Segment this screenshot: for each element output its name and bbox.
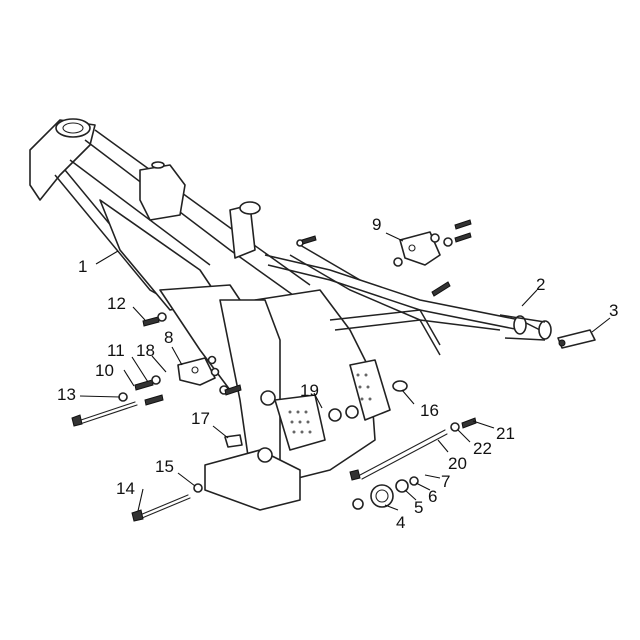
callout-11: 11 xyxy=(107,341,125,360)
callout-16: 16 xyxy=(420,401,439,420)
leader-lines xyxy=(79,232,611,512)
callout-10: 10 xyxy=(95,361,114,380)
rear-subframe xyxy=(264,244,552,356)
side-bracket xyxy=(177,355,220,386)
callout-6: 6 xyxy=(428,487,437,506)
callout-22: 22 xyxy=(473,439,492,458)
callout-1: 1 xyxy=(78,257,87,276)
callout-18: 18 xyxy=(136,341,155,360)
callout-14: 14 xyxy=(116,479,135,498)
spacer-16 xyxy=(392,380,408,392)
callout-21: 21 xyxy=(496,424,515,443)
callout-8: 8 xyxy=(164,328,173,347)
callout-19: 19 xyxy=(300,381,319,400)
callout-20: 20 xyxy=(448,454,467,473)
rear-bracket xyxy=(557,329,596,349)
long-bolt-14 xyxy=(131,483,203,522)
callout-2: 2 xyxy=(536,275,545,294)
callout-5: 5 xyxy=(414,498,423,517)
callout-labels: 1 2 3 4 5 6 7 8 9 10 11 12 13 14 15 16 1… xyxy=(57,215,618,532)
mount-bracket xyxy=(393,219,472,267)
callout-12: 12 xyxy=(107,294,126,313)
callout-3: 3 xyxy=(609,301,618,320)
callout-13: 13 xyxy=(57,385,76,404)
bushing-set xyxy=(352,476,419,510)
callout-17: 17 xyxy=(191,409,210,428)
callout-4: 4 xyxy=(396,513,405,532)
pivot-axle xyxy=(349,417,477,481)
bolt-group-left xyxy=(71,312,242,427)
callout-9: 9 xyxy=(372,215,381,234)
nut-17 xyxy=(224,434,243,448)
callout-15: 15 xyxy=(155,457,174,476)
callout-7: 7 xyxy=(441,472,450,491)
main-frame xyxy=(29,118,391,511)
